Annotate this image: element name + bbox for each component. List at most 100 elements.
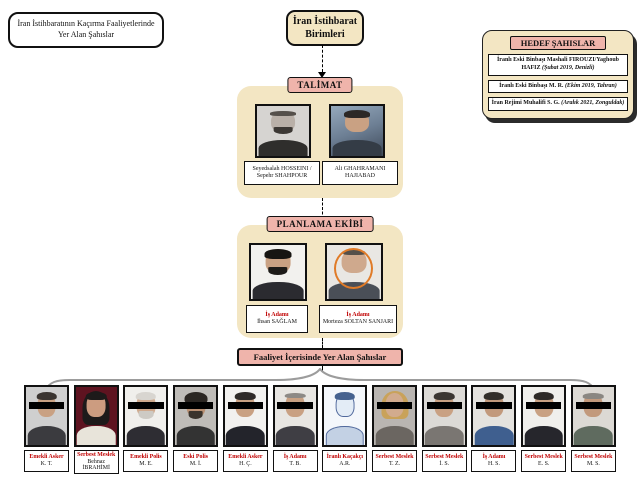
planning-team-title: PLANLAMA EKİBİ	[266, 216, 374, 232]
dashed-line	[321, 45, 323, 72]
suspect-initials: H. Ç.	[239, 461, 252, 467]
person-name-box: Ali GHAHRAMANI HAJIABAD	[322, 161, 398, 185]
hair-shape	[184, 391, 208, 405]
dashed-line	[321, 338, 323, 348]
beard-shape	[268, 267, 288, 276]
suspect-card: Emekli Polis M. E.	[123, 385, 169, 474]
portrait-photo	[73, 385, 119, 447]
hair-shape	[270, 111, 296, 116]
person-name: Morteza SOLTAN SANJARI	[322, 319, 394, 325]
suspect-name: Behnaz İBRAHİMİ	[82, 458, 110, 472]
highlight-ellipse	[334, 248, 373, 290]
suspect-role: İranlı Kaçakçı	[326, 454, 364, 461]
suspect-card: Emekli Asker K. T.	[24, 385, 69, 474]
torso-shape	[328, 281, 380, 299]
target-person-detail: (Şubat 2019, Denizli)	[542, 64, 595, 71]
portrait-photo	[255, 104, 311, 158]
suspect-role: Emekli Asker	[228, 454, 263, 461]
suspect-role: Serbest Meslek	[524, 454, 563, 461]
suspect-role: Emekli Polis	[130, 454, 162, 461]
target-persons-title: HEDEF ŞAHISLAR	[509, 36, 607, 50]
suspect-initials: M. İ.	[189, 461, 202, 467]
root-title-box: İran İstihbarat Birimleri	[286, 10, 364, 46]
suspect-card: Serbest Meslek İ. S.	[421, 385, 467, 474]
hair-shape	[264, 249, 292, 260]
censor-bar	[128, 402, 164, 410]
suspects-row: Emekli Asker K. T. Serbest Meslek Behnaz…	[24, 385, 616, 474]
suspect-label: İş Adamı H. S.	[471, 450, 517, 472]
suspect-card: Serbest Meslek Behnaz İBRAHİMİ	[73, 385, 119, 474]
suspect-role: İş Adamı	[283, 454, 307, 461]
suspect-label: Serbest Meslek T. Z.	[372, 450, 418, 472]
censored-portrait-photo	[471, 385, 517, 447]
side-note-box: İran İstihbaratının Kaçırma Faaliyetleri…	[8, 12, 164, 48]
suspect-label: İranlı Kaçakçı A.R.	[322, 450, 368, 472]
suspect-initials: M. E.	[139, 461, 153, 467]
censored-portrait-photo	[521, 385, 567, 447]
torso-shape	[258, 140, 308, 156]
portrait-photo	[329, 104, 385, 158]
suspect-role: Serbest Meslek	[425, 454, 464, 461]
person-name: İhsan SAĞLAM	[257, 319, 297, 325]
suspect-label: Emekli Polis M. E.	[123, 450, 169, 472]
censored-portrait-photo	[421, 385, 467, 447]
hair-shape	[344, 110, 370, 118]
beard-shape	[138, 410, 154, 420]
censor-bar	[277, 402, 313, 410]
censored-portrait-photo	[123, 385, 169, 447]
torso-shape	[126, 426, 166, 445]
suspect-initials: H. S.	[487, 461, 500, 467]
target-person-detail: (Aralık 2021, Zonguldak)	[561, 100, 625, 107]
dashed-line	[321, 198, 323, 219]
censored-portrait-photo	[570, 385, 616, 447]
planning-team-panel: PLANLAMA EKİBİ İş Adamı İhsan SAĞLAM İş …	[237, 216, 403, 338]
target-person-item: İranlı Eski Binbaşı Mashali FIROUZI/Yagh…	[488, 54, 628, 76]
suspect-initials: E. S.	[538, 461, 550, 467]
torso-shape	[27, 426, 66, 445]
suspect-role: Serbest Meslek	[574, 454, 613, 461]
suspect-initials: K. T.	[40, 461, 53, 467]
hair-shape	[235, 391, 256, 401]
suspect-label: Emekli Asker K. T.	[24, 450, 69, 472]
hair-shape	[334, 391, 356, 401]
censor-bar	[426, 402, 462, 410]
suspect-initials: T. B.	[289, 461, 301, 467]
suspect-role: İş Adamı	[482, 454, 506, 461]
censor-bar	[227, 402, 263, 410]
suspect-card: Eski Polis M. İ.	[173, 385, 219, 474]
torso-shape	[176, 426, 215, 445]
suspect-label: Serbest Meslek E. S.	[521, 450, 567, 472]
talimat-title: TALİMAT	[287, 77, 353, 93]
suspect-role: Serbest Meslek	[375, 454, 414, 461]
torso-shape	[574, 426, 613, 445]
suspect-card: İranlı Kaçakçı A.R.	[322, 385, 368, 474]
hair-shape	[36, 391, 57, 401]
suspect-card: Serbest Meslek T. Z.	[372, 385, 418, 474]
hair-shape	[85, 391, 107, 401]
suspect-card: Serbest Meslek E. S.	[521, 385, 567, 474]
torso-shape	[474, 426, 514, 445]
censor-bar	[575, 402, 612, 410]
suspect-card: Emekli Asker H. Ç.	[222, 385, 268, 474]
suspect-card: İş Adamı T. B.	[272, 385, 318, 474]
connector-faaliyet-brace	[317, 366, 327, 372]
suspect-initials: A.R.	[339, 461, 351, 467]
hair-shape	[583, 392, 604, 399]
suspect-label: Eski Polis M. İ.	[173, 450, 219, 472]
activity-persons-title: Faaliyet İçerisinde Yer Alan Şahıslar	[237, 348, 403, 366]
censor-bar	[476, 402, 512, 410]
suspect-initials: İ. S.	[439, 461, 450, 467]
torso-shape	[252, 281, 304, 299]
censor-bar	[526, 402, 562, 410]
suspect-card: Serbest Meslek M. S.	[570, 385, 616, 474]
hair-shape	[483, 391, 505, 401]
suspect-label: Serbest Meslek Behnaz İBRAHİMİ	[73, 450, 119, 474]
target-persons-panel: HEDEF ŞAHISLAR İranlı Eski Binbaşı Masha…	[482, 30, 634, 120]
person-role: İş Adamı	[346, 311, 370, 318]
person-name-box: İş Adamı İhsan SAĞLAM	[246, 305, 308, 333]
torso-shape	[275, 426, 315, 445]
brace-connector	[44, 368, 596, 391]
torso-shape	[424, 426, 464, 445]
suspect-label: Serbest Meslek M. S.	[570, 450, 616, 472]
